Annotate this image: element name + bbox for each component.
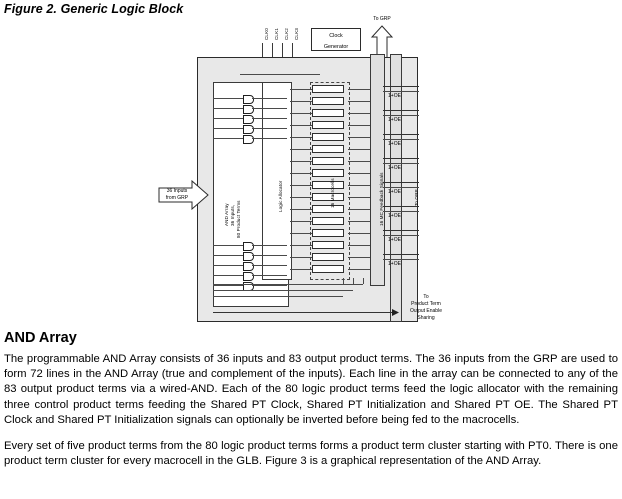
and-gate — [243, 272, 254, 281]
paragraph-2: Every set of five product terms from the… — [4, 440, 618, 468]
logic-allocator-label: Logic Allocator — [278, 180, 283, 212]
and-array-label-1: AND Array — [224, 203, 229, 226]
macrocell — [312, 229, 344, 237]
oe-label: 1+OE — [388, 141, 401, 147]
clk1-label: CLK1 — [274, 28, 279, 40]
macrocells-label: 16 Macrocells — [330, 178, 335, 208]
macrocell — [312, 181, 344, 189]
macrocell — [312, 253, 344, 261]
clk3-pin-line — [292, 43, 293, 65]
clk1-pin-line — [272, 43, 273, 65]
and-gate — [243, 242, 254, 251]
oe-label: 1+OE — [388, 117, 401, 123]
and-gate — [243, 252, 254, 261]
clock-generator-box: Clock Generator — [311, 28, 361, 51]
figure-diagram: CLK0 CLK1 CLK2 CLK3 To GRP Clock Generat… — [0, 16, 622, 326]
clk3-label: CLK3 — [294, 28, 299, 40]
and-array-label-2: 36 Inputs, — [230, 204, 235, 226]
section-heading: AND Array — [4, 330, 77, 346]
and-gate — [243, 115, 254, 124]
macrocell — [312, 157, 344, 165]
macrocell — [312, 121, 344, 129]
grp-input-label-1: 36 Inputs — [166, 188, 188, 194]
article-body: AND Array The programmable AND Array con… — [4, 330, 618, 469]
and-gate — [243, 95, 254, 104]
oe-label: 1+OE — [388, 165, 401, 171]
oe-sharing-label-1: To — [423, 294, 429, 300]
oe-label: 1+OE — [388, 93, 401, 99]
grp-input-label-2: from GRP — [165, 195, 189, 201]
oe-label: 1+OE — [388, 237, 401, 243]
clk2-label: CLK2 — [284, 28, 289, 40]
oe-sharing-line — [213, 312, 396, 314]
paragraph-1: The programmable AND Array consists of 3… — [4, 353, 618, 426]
to-orp-label: To ORP — [414, 189, 419, 206]
and-gate — [243, 135, 254, 144]
macrocell — [312, 241, 344, 249]
macrocell — [312, 133, 344, 141]
oe-label: 1+OE — [388, 261, 401, 267]
macrocell — [312, 205, 344, 213]
and-gate — [243, 262, 254, 271]
grp-input-arrow-icon — [158, 180, 209, 210]
clk0-pin-line — [262, 43, 263, 65]
oe-sharing-label-4: Sharing — [417, 315, 435, 321]
oe-label: 1+OE — [388, 189, 401, 195]
and-gate — [243, 105, 254, 114]
macrocell — [312, 169, 344, 177]
oe-sharing-label-3: Output Enable — [410, 308, 442, 314]
figure-caption: Figure 2. Generic Logic Block — [4, 2, 184, 16]
macrocell — [312, 145, 344, 153]
clk2-pin-line — [282, 43, 283, 65]
macrocell — [312, 265, 344, 273]
macrocell — [312, 193, 344, 201]
oe-sharing-label-2: Product Term — [411, 301, 441, 307]
oe-sharing-arrowhead-icon — [392, 309, 399, 316]
and-array-label-3: 80 Product Terms — [236, 200, 241, 238]
macrocell-array-boundary — [310, 82, 350, 280]
clock-generator-label-2: Generator — [323, 43, 349, 50]
clk-bus-line — [240, 74, 320, 75]
to-grp-label: To GRP — [373, 16, 391, 22]
and-gate — [243, 125, 254, 134]
clk0-label: CLK0 — [264, 28, 269, 40]
macrocell — [312, 85, 344, 93]
logic-allocator-block — [262, 82, 292, 280]
mc-feedback-column — [370, 54, 385, 286]
to-grp-arrow-icon — [370, 25, 394, 59]
macrocell — [312, 217, 344, 225]
mc-feedback-label: 16 MC Feedback Signals — [379, 172, 384, 226]
macrocell — [312, 109, 344, 117]
oe-label: 1+OE — [388, 213, 401, 219]
clock-generator-label-1: Clock — [329, 33, 343, 39]
macrocell — [312, 97, 344, 105]
